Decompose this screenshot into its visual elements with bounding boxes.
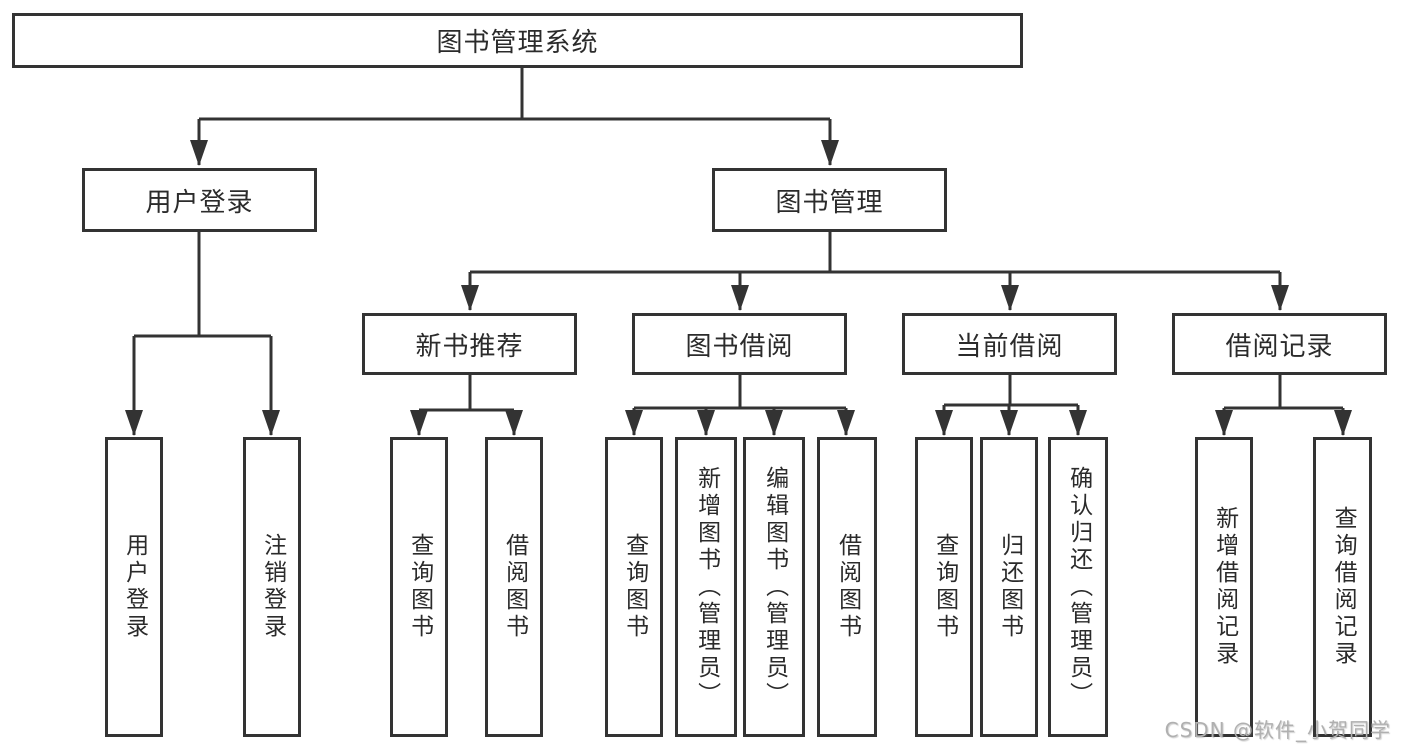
node-label: 图书借阅 [685,331,794,362]
node-book-borrow: 图书借阅 [632,313,847,375]
leaf-query-books-current: 查询图书 [915,437,973,737]
leaf-borrow-books: 借阅图书 [817,437,877,737]
leaf-borrow-books-recommend: 借阅图书 [485,437,543,737]
leaf-user-login: 用户登录 [105,437,163,737]
node-label: 编辑图书（管理员） [761,465,788,709]
node-label: 新书推荐 [415,331,524,362]
node-label: 当前借阅 [955,331,1064,362]
leaf-logout: 注销登录 [243,437,301,737]
node-label: 用户登录 [121,533,148,641]
csdn-watermark: CSDN @软件_小贺同学 [1164,718,1391,742]
leaf-edit-book-admin: 编辑图书（管理员） [743,437,805,737]
leaf-return-book: 归还图书 [980,437,1038,737]
node-label: 新增图书（管理员） [693,465,720,709]
node-label: 注销登录 [259,533,286,641]
node-current-borrow: 当前借阅 [902,313,1117,375]
node-label: 查询借阅记录 [1330,506,1357,668]
node-label: 借阅图书 [834,533,861,641]
node-library-management-system: 图书管理系统 [12,13,1023,68]
node-label: 新增借阅记录 [1211,506,1238,668]
node-new-book-recommend: 新书推荐 [362,313,577,375]
leaf-query-books-borrow: 查询图书 [605,437,663,737]
node-borrow-records: 借阅记录 [1172,313,1387,375]
node-label: 借阅图书 [501,533,528,641]
leaf-query-books-recommend: 查询图书 [390,437,448,737]
node-label: 确认归还（管理员） [1065,465,1092,709]
leaf-add-book-admin: 新增图书（管理员） [675,437,737,737]
node-label: 借阅记录 [1225,331,1334,362]
node-label: 查询图书 [406,533,433,641]
node-label: 图书管理 [775,187,884,218]
node-label: 查询图书 [621,533,648,641]
node-label: 图书管理系统 [436,28,599,58]
node-label: 用户登录 [145,187,254,218]
leaf-query-borrow-record: 查询借阅记录 [1313,437,1372,737]
leaf-add-borrow-record: 新增借阅记录 [1195,437,1253,737]
node-label: 归还图书 [996,533,1023,641]
node-user-login: 用户登录 [82,168,317,232]
node-book-management: 图书管理 [712,168,947,232]
node-label: 查询图书 [931,533,958,641]
leaf-confirm-return-admin: 确认归还（管理员） [1048,437,1108,737]
